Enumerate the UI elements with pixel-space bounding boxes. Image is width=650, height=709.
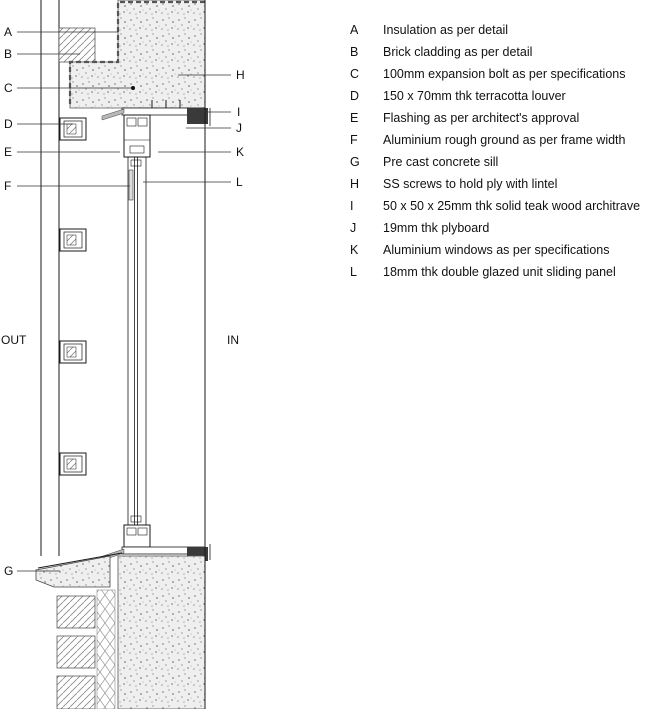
- legend-letter: E: [350, 111, 359, 125]
- legend-item: B Brick cladding as per detail: [350, 44, 646, 66]
- louver: [59, 117, 87, 141]
- legend-letter: A: [350, 23, 359, 37]
- outer-wall-leaf: [40, 0, 96, 556]
- legend-letter: G: [350, 155, 360, 169]
- callout-d: D: [4, 117, 13, 131]
- legend-letter: J: [350, 221, 357, 235]
- legend-description: Aluminium windows as per specifications: [383, 243, 610, 257]
- legend-item: K Aluminium windows as per specification…: [350, 242, 646, 264]
- legend-item: A Insulation as per detail: [350, 22, 646, 44]
- legend-letter: F: [350, 133, 358, 147]
- out-label: OUT: [1, 333, 27, 347]
- callout-k: K: [236, 145, 244, 159]
- in-label: IN: [227, 333, 239, 347]
- louver: [59, 228, 87, 252]
- expansion-bolt-dot: [131, 86, 135, 90]
- legend-letter: C: [350, 67, 360, 81]
- callout-b: B: [4, 47, 12, 61]
- legend-description: 19mm thk plyboard: [383, 221, 490, 235]
- legend-item: G Pre cast concrete sill: [350, 154, 646, 176]
- concrete-base: [117, 555, 206, 709]
- legend-description: Brick cladding as per detail: [383, 45, 533, 59]
- legend-item: I 50 x 50 x 25mm thk solid teak wood arc…: [350, 198, 646, 220]
- legend-description: 100mm expansion bolt as per specificatio…: [383, 67, 626, 81]
- terracotta-louvers: [59, 117, 87, 476]
- aluminium-rough-ground: [128, 169, 134, 201]
- legend-description: Pre cast concrete sill: [383, 155, 499, 169]
- callout-a: A: [4, 25, 12, 39]
- leader-lines: [17, 31, 231, 572]
- legend-description: 150 x 70mm thk terracotta louver: [383, 89, 566, 103]
- legend-description: SS screws to hold ply with lintel: [383, 177, 558, 191]
- callout-l: L: [236, 175, 243, 189]
- aluminium-window-frame: [123, 114, 151, 158]
- glazed-sliding-panel: [127, 157, 147, 525]
- brick-cladding-block: [58, 27, 96, 63]
- concrete-lintel: [68, 0, 206, 109]
- legend-item: J 19mm thk plyboard: [350, 220, 646, 242]
- callout-e: E: [4, 145, 12, 159]
- legend-description: 50 x 50 x 25mm thk solid teak wood archi…: [383, 199, 641, 213]
- louver: [59, 452, 87, 476]
- louver: [59, 340, 87, 364]
- legend-letter: L: [350, 265, 357, 279]
- cavity-insulation: [96, 589, 116, 709]
- callout-i: I: [237, 105, 240, 119]
- legend-item: H SS screws to hold ply with lintel: [350, 176, 646, 198]
- callout-g: G: [4, 564, 13, 578]
- legend-letter: K: [350, 243, 359, 257]
- legend-letter: H: [350, 177, 360, 191]
- callout-f: F: [4, 179, 11, 193]
- brick-course: [56, 675, 96, 709]
- legend-item: F Aluminium rough ground as per frame wi…: [350, 132, 646, 154]
- window-head-assembly: [101, 100, 208, 158]
- legend-description: Aluminium rough ground as per frame widt…: [383, 133, 626, 147]
- callout-j: J: [236, 121, 242, 135]
- brick-course: [56, 595, 96, 629]
- brick-course: [56, 635, 96, 669]
- legend-item: D 150 x 70mm thk terracotta louver: [350, 88, 646, 110]
- legend-description: 18mm thk double glazed unit sliding pane…: [383, 265, 616, 279]
- legend: A Insulation as per detail B Brick cladd…: [350, 22, 646, 286]
- legend-item: E Flashing as per architect's approval: [350, 110, 646, 132]
- head-flashing: [101, 108, 125, 121]
- legend-item: C 100mm expansion bolt as per specificat…: [350, 66, 646, 88]
- legend-description: Flashing as per architect's approval: [383, 111, 580, 125]
- precast-concrete-sill: [35, 555, 111, 588]
- base-wall: [56, 0, 211, 709]
- legend-description: Insulation as per detail: [383, 23, 509, 37]
- insulation-dashed-line: [68, 0, 205, 107]
- callout-h: H: [236, 68, 245, 82]
- callout-letters: A B C D E F G H I J K L: [4, 25, 245, 578]
- legend-item: L 18mm thk double glazed unit sliding pa…: [350, 264, 646, 286]
- legend-letter: I: [350, 199, 354, 213]
- callout-c: C: [4, 81, 13, 95]
- legend-letter: D: [350, 89, 360, 103]
- legend-letter: B: [350, 45, 359, 59]
